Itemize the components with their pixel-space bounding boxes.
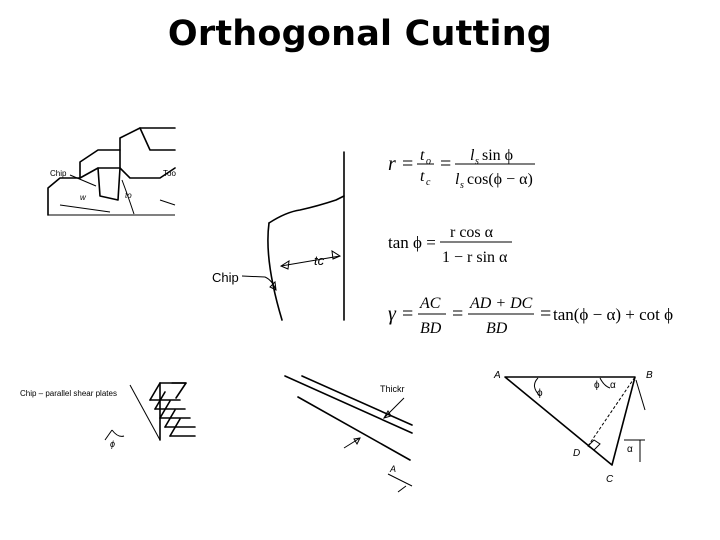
shear-plates-figure: Chip – parallel shear plates ϕ xyxy=(20,382,196,449)
triangle-figure: A B C D ϕ α ϕ α xyxy=(493,370,653,485)
eq1-den2: l xyxy=(455,171,460,188)
eq2-lhs: tan ϕ = xyxy=(388,233,436,252)
eq1-den1-sub: c xyxy=(426,177,431,188)
eq3-rhs: tan(ϕ − α) + cot ϕ xyxy=(553,305,673,324)
delta-label: A xyxy=(389,464,396,474)
isometric-cutting-figure: Chip Too to w xyxy=(47,127,176,216)
tri-c-label: C xyxy=(606,474,614,485)
eq1-equals-1: = xyxy=(402,153,413,175)
tri-b-label: B xyxy=(646,370,653,381)
shear-band-figure: Thickr A xyxy=(284,375,413,493)
tri-phi2-label: ϕ xyxy=(594,380,600,391)
slide-title: Orthogonal Cutting xyxy=(167,14,553,54)
eq2-den: 1 − r sin α xyxy=(442,249,508,266)
eq1-num1: t xyxy=(420,147,425,164)
eq3-den1: BD xyxy=(420,320,442,337)
equation-shear-angle: tan ϕ = r cos α 1 − r sin α xyxy=(388,224,512,266)
eq1-den2-sub: s xyxy=(460,180,464,191)
t-o-small-label: to xyxy=(125,191,132,200)
eq1-lhs: r xyxy=(388,153,396,175)
eq1-den1: t xyxy=(420,168,425,185)
eq3-equals-1: = xyxy=(402,303,413,325)
eq3-lhs: γ xyxy=(388,303,397,325)
eq2-num: r cos α xyxy=(450,224,494,241)
equation-shear-strain: γ = AC BD = AD + DC BD = tan(ϕ − α) + co… xyxy=(388,295,673,337)
t-c-large-label: tc xyxy=(314,253,325,268)
eq3-equals-3: = xyxy=(540,303,551,325)
eq1-num1-sub: o xyxy=(426,156,431,167)
eq1-den2-rest: cos(ϕ − α) xyxy=(467,171,533,188)
eq3-num2: AD + DC xyxy=(469,295,533,312)
tri-phi-label: ϕ xyxy=(537,388,543,399)
eq1-num2-rest: sin ϕ xyxy=(482,147,513,164)
eq3-equals-2: = xyxy=(452,303,463,325)
chip-thickness-figure: Chip tc xyxy=(212,151,345,321)
tool-small-label: Too xyxy=(163,169,176,178)
tri-d-label: D xyxy=(573,448,580,459)
tri-a-label: A xyxy=(493,370,501,381)
chip-large-label: Chip xyxy=(212,270,239,285)
chip-small-label: Chip xyxy=(50,169,67,178)
tri-alpha-label: α xyxy=(610,380,616,391)
eq1-num2: l xyxy=(470,147,475,164)
tri-alpha2-label: α xyxy=(627,444,633,455)
chip-parallel-label: Chip – parallel shear plates xyxy=(20,389,117,398)
eq3-den2: BD xyxy=(486,320,508,337)
phi-small-label: ϕ xyxy=(110,439,115,449)
w-small-label: w xyxy=(80,193,87,202)
thickness-label: Thickr xyxy=(380,384,405,394)
eq1-equals-2: = xyxy=(440,153,451,175)
eq1-num2-sub: s xyxy=(475,156,479,167)
equation-chip-ratio: r = t o t c = l s sin ϕ l s cos(ϕ − α) xyxy=(388,147,535,191)
eq3-num1: AC xyxy=(419,295,441,312)
